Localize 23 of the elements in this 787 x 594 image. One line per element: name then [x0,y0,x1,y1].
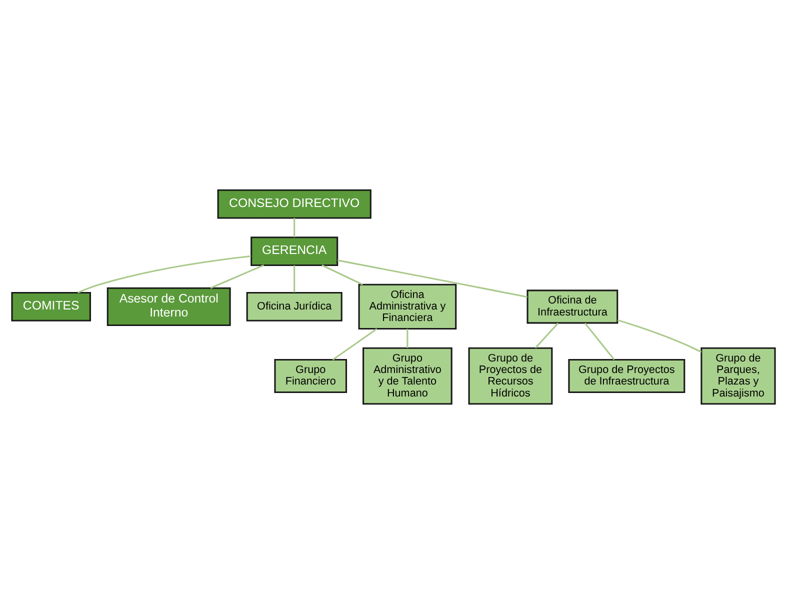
connector [332,328,378,360]
connector [294,218,296,238]
node-box: Grupo Administrativo y de Talento Humano [362,347,452,405]
connector [294,265,296,292]
connector [584,322,615,360]
node-box: Grupo Financiero [274,358,348,394]
node-box: Grupo de Parques, Plazas y Paisajismo [700,347,776,405]
node-box: Oficina Administrativa y Financiera [358,284,457,330]
node-box: GERENCIA [250,236,338,266]
node-box: Asesor de Control Interno [106,287,231,326]
connector [617,319,702,353]
node-box: CONSEJO DIRECTIVO [217,189,372,219]
node-box: Grupo de Proyectos de Recursos Hídricos [468,347,553,405]
node-box: Oficina de Infraestructura [526,290,618,324]
node-box: Oficina Jurídica [246,292,342,322]
connector [406,328,408,348]
connector [534,322,559,348]
node-box: Grupo de Proyectos de Infraestructura [568,358,686,394]
connector [322,264,363,286]
connector [210,264,264,289]
connector [337,260,528,298]
connector [78,255,252,294]
node-box: COMITES [11,292,91,322]
